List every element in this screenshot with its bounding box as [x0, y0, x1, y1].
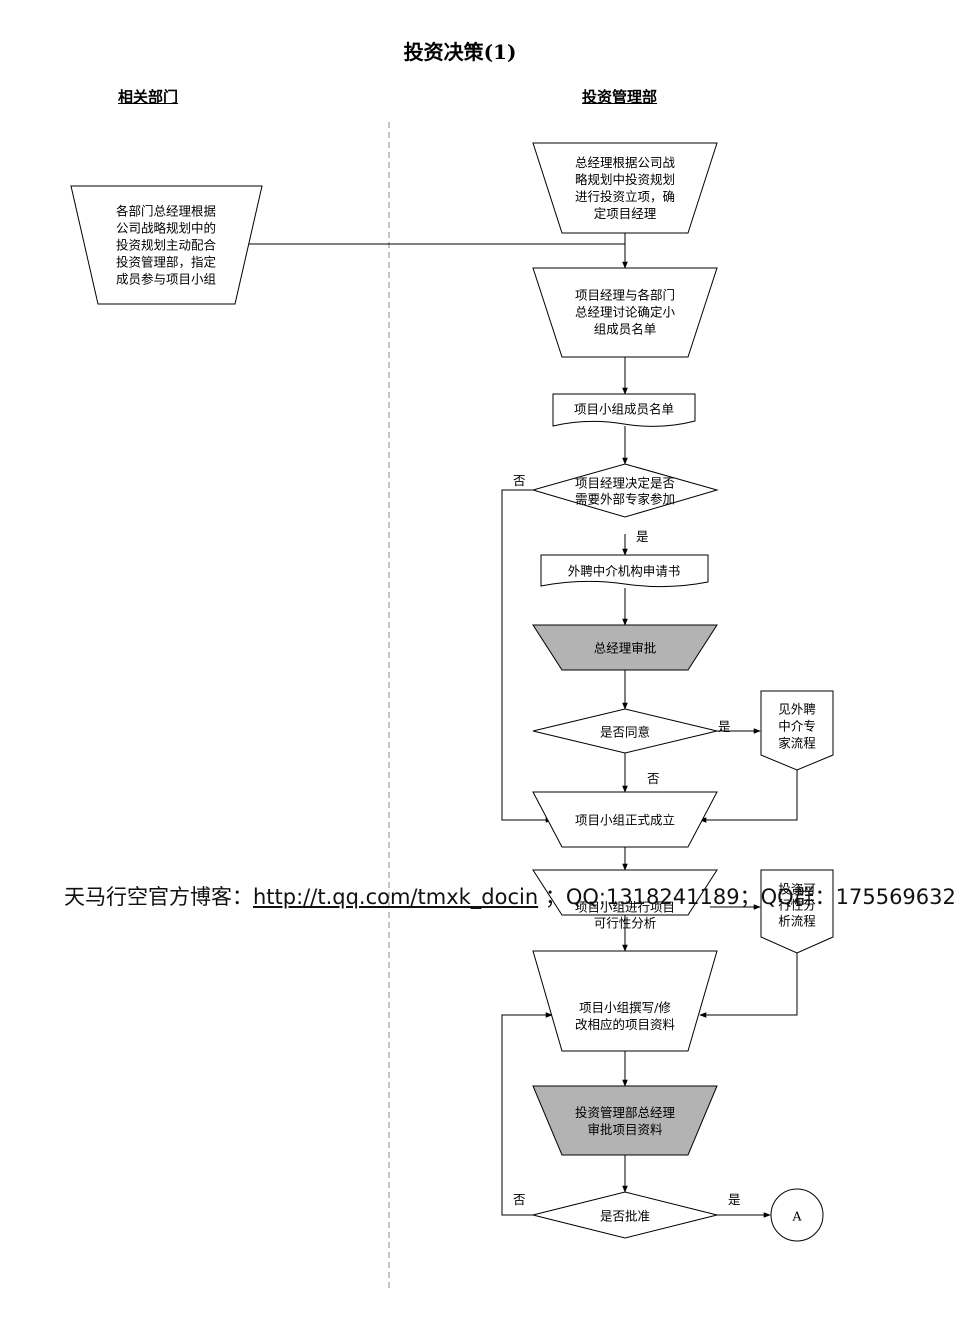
edge-n5-n10 [501, 489, 553, 823]
node-n3-label-line-1: 项目经理与各部门 [575, 288, 675, 303]
node-n2-label-line-1: 各部门总经理根据 [116, 204, 216, 219]
node-n4-shape [552, 393, 696, 427]
connectors [235, 233, 798, 1218]
node-n5-label-line-2: 需要外部专家参加 [575, 492, 675, 507]
edge-label-yes1: 是 [636, 529, 649, 544]
node-n12-label-line-3: 析流程 [778, 914, 816, 929]
watermark-prefix: 天马行空官方博客： [64, 885, 253, 909]
node-n12-shape [760, 869, 834, 954]
node-n13-label-line-1: 项目小组撰写/修 [579, 1000, 671, 1015]
node-n2-label-line-4: 投资管理部，指定 [116, 255, 216, 270]
node-n1-label-line-2: 略规划中投资规划 [575, 172, 675, 187]
watermark-suffix: ；QQ:1318241189；QQ群：175569632 [538, 885, 956, 909]
node-n12-label-line-2: 行性分 [778, 898, 816, 913]
node-n9-label-line-3: 家流程 [778, 736, 816, 751]
page-title: 投资决策(1) [403, 40, 517, 64]
node-n1-shape [532, 142, 718, 234]
node-n16-label-line-1: A [791, 1209, 802, 1224]
edge-label-no3: 否 [513, 1192, 526, 1207]
node-n8-shape [532, 708, 718, 754]
edge-n9-n10 [699, 768, 798, 823]
node-n13-label-line-2: 改相应的项目资料 [575, 1017, 676, 1032]
node-n5-label-line-1: 项目经理决定是否 [575, 476, 675, 491]
node-n10-label-line-1: 项目小组正式成立 [575, 813, 675, 828]
node-n2-label-line-2: 公司战略规划中的 [116, 221, 216, 236]
node-n5-shape [531, 463, 719, 518]
flowchart-canvas: 否 是 是 否 否 是 总经理根据公司战略规划中投资规划进行投资立项，确定项目经… [70, 122, 834, 1288]
node-n2-label-line-5: 成员参与项目小组 [116, 272, 216, 287]
watermark: 天马行空官方博客：http://t.qq.com/tmxk_docin ；QQ:… [64, 881, 956, 911]
node-n11-shape [532, 869, 718, 916]
edge-label-yes3: 是 [728, 1192, 741, 1207]
lane-header-related-departments: 相关部门 [118, 88, 179, 106]
node-n10-shape [532, 791, 718, 848]
node-n14-label-line-1: 投资管理部总经理 [575, 1105, 676, 1120]
node-n7-shape [532, 624, 718, 671]
node-n6-shape [540, 554, 709, 588]
edge-label-yes2: 是 [718, 719, 731, 734]
node-n1-label-line-1: 总经理根据公司战 [575, 155, 676, 170]
node-n1-label-line-4: 定项目经理 [594, 206, 657, 221]
lane-header-investment-management: 投资管理部 [582, 88, 658, 106]
node-n15-label-line-1: 是否批准 [600, 1209, 650, 1224]
node-n4-label-line-1: 项目小组成员名单 [574, 402, 674, 417]
node-n3-shape [532, 267, 718, 358]
node-n14-shape [532, 1085, 718, 1156]
node-n14-label-line-2: 审批项目资料 [587, 1122, 663, 1137]
node-n6-label-line-1: 外聘中介机构申请书 [568, 564, 681, 579]
node-n3-label-line-3: 组成员名单 [594, 322, 657, 337]
node-n2-label-line-3: 投资规划主动配合 [116, 238, 217, 253]
node-n13-shape [532, 950, 718, 1052]
node-n11-label-line-1: 项目小组进行项目 [575, 900, 675, 915]
node-n9-label-line-2: 中介专 [778, 719, 816, 734]
edge-n15-n13 [501, 1012, 553, 1216]
watermark-link[interactable]: http://t.qq.com/tmxk_docin [253, 885, 539, 909]
node-n3-label-line-2: 总经理讨论确定小 [575, 305, 676, 320]
edge-label-no1: 否 [513, 473, 526, 488]
node-n16-shape [770, 1188, 824, 1242]
edge-label-no2: 否 [647, 771, 660, 786]
node-n7-label-line-1: 总经理审批 [594, 641, 657, 656]
node-n9-label-line-1: 见外聘 [778, 702, 816, 717]
node-n1-label-line-3: 进行投资立项，确 [575, 189, 675, 204]
node-n8-label-line-1: 是否同意 [600, 725, 650, 740]
node-n9-shape [760, 690, 834, 771]
edge-n12-n13 [699, 950, 798, 1018]
node-n11-label-line-2: 可行性分析 [594, 916, 657, 931]
node-n2-shape [70, 185, 263, 305]
node-n12-label-line-1: 投资可 [778, 882, 816, 897]
node-n15-shape [532, 1191, 718, 1239]
